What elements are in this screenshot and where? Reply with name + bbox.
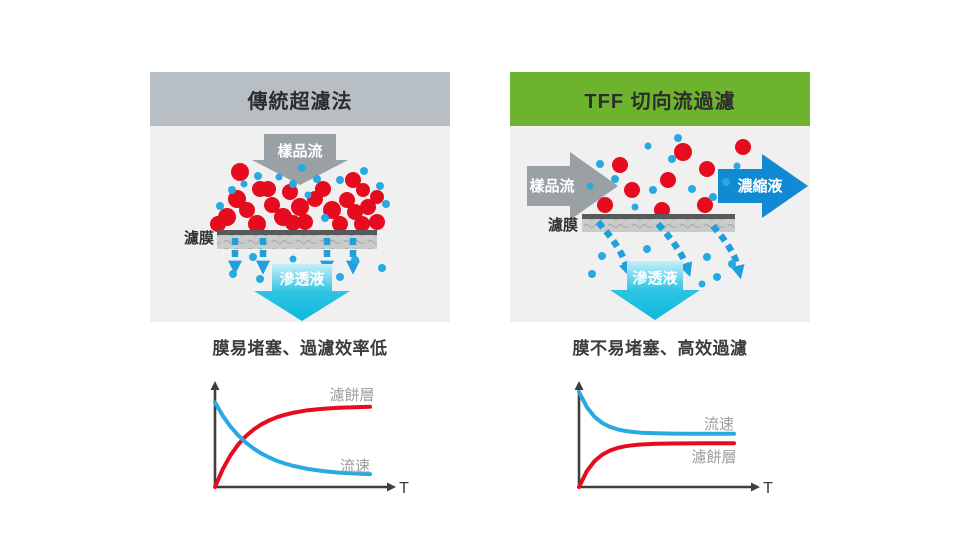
cake-layer-label: 濾餅層 xyxy=(329,387,374,404)
chart-axes xyxy=(574,381,760,492)
panel-tff-title: TFF 切向流過濾 xyxy=(584,90,736,113)
x-axis-label: T xyxy=(763,480,773,497)
permeate-dashed-arrows xyxy=(228,238,360,275)
panel-tff: TFF 切向流過濾 樣品流 xyxy=(510,72,810,322)
permeate-arrow: 滲透液 xyxy=(610,261,700,320)
chart-tff: 流速 濾餅層 T xyxy=(574,381,773,497)
permeate-label: 滲透液 xyxy=(279,270,325,288)
cake-layer-curve xyxy=(577,441,736,489)
permeate-arrow: 滲透液 xyxy=(254,264,350,321)
cake-layer-label: 濾餅層 xyxy=(691,449,736,466)
permeate-particles xyxy=(229,253,386,283)
panel-tff-diagram: 樣品流 濃縮液 xyxy=(510,126,810,322)
small-particles xyxy=(586,134,741,211)
permeate-particles xyxy=(588,245,736,288)
panel-tff-header: TFF 切向流過濾 xyxy=(510,72,810,126)
membrane-label: 濾膜 xyxy=(548,216,578,234)
panel-traditional-header: 傳統超濾法 xyxy=(150,72,450,126)
caption-traditional: 膜易堵塞、過濾效率低 xyxy=(212,339,388,358)
large-particles xyxy=(597,139,751,218)
x-axis-label: T xyxy=(399,480,409,497)
concentrate-arrow: 濃縮液 xyxy=(718,154,808,218)
flow-rate-label: 流速 xyxy=(704,416,734,433)
flow-rate-label: 流速 xyxy=(340,458,370,475)
flow-rate-curve xyxy=(213,400,372,477)
concentrate-label: 濃縮液 xyxy=(737,177,783,195)
sample-flow-down-arrow: 樣品流 xyxy=(252,134,348,185)
panel-traditional-diagram: 樣品流 xyxy=(150,126,450,322)
panel-traditional: 傳統超濾法 樣品流 xyxy=(150,72,450,322)
caption-tff: 膜不易堵塞、高效過濾 xyxy=(572,339,748,358)
small-particles xyxy=(216,164,390,222)
tff-diagram-svg: 樣品流 濃縮液 xyxy=(527,134,808,320)
sample-flow-right-arrow: 樣品流 xyxy=(527,152,618,220)
membrane: 濾膜 xyxy=(548,214,735,234)
panel-traditional-title: 傳統超濾法 xyxy=(247,90,353,113)
membrane: 濾膜 xyxy=(184,229,377,249)
permeate-label: 滲透液 xyxy=(632,269,678,287)
traditional-diagram-svg: 樣品流 xyxy=(184,134,390,321)
membrane-label: 濾膜 xyxy=(184,229,214,247)
large-particles xyxy=(210,163,385,233)
sample-flow-label: 樣品流 xyxy=(529,177,574,195)
cake-layer-curve xyxy=(213,404,372,489)
sample-flow-label: 樣品流 xyxy=(277,142,322,160)
chart-traditional: 濾餅層 流速 T xyxy=(210,381,409,497)
flow-rate-curve xyxy=(577,390,736,436)
permeate-curved-arrows xyxy=(595,219,745,280)
